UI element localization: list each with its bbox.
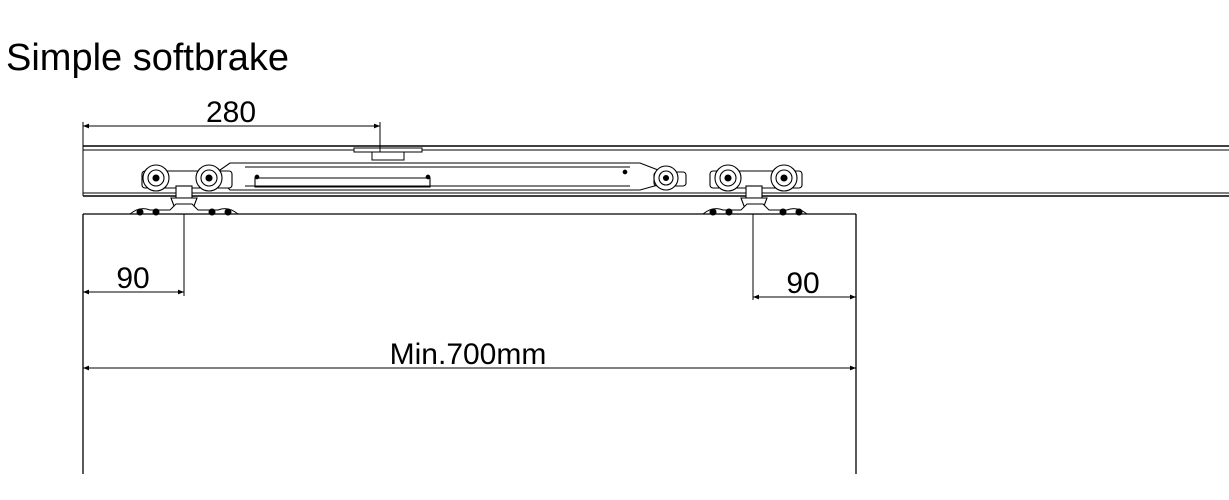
right-roller-carriage xyxy=(709,164,803,215)
damper-end-roller xyxy=(653,165,687,191)
softbrake-damper xyxy=(219,162,659,191)
dimension-label-280: 280 xyxy=(206,96,256,129)
dimension-label-right-90: 90 xyxy=(786,267,819,300)
extension-lines xyxy=(183,214,754,300)
dimension-label-left-90: 90 xyxy=(116,262,149,295)
left-floor-guide xyxy=(128,203,240,216)
dimension-left-90: 90 xyxy=(83,262,184,295)
dimension-min-width: Min.700mm xyxy=(83,338,856,371)
dimension-280: 280 xyxy=(83,96,380,129)
page-title: Simple softbrake xyxy=(6,37,289,79)
dimension-label-min-width: Min.700mm xyxy=(390,338,547,371)
door-panel xyxy=(82,213,857,474)
dimension-right-90: 90 xyxy=(753,267,856,300)
top-rail xyxy=(82,122,1229,197)
mounting-clip xyxy=(353,122,423,161)
right-floor-guide xyxy=(701,203,809,216)
left-roller-carriage xyxy=(141,164,233,215)
